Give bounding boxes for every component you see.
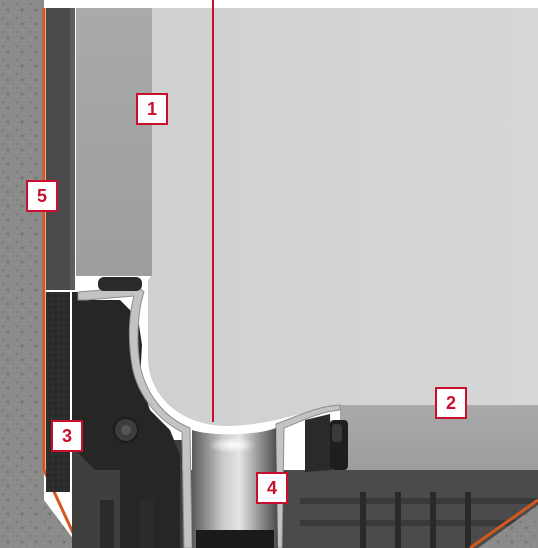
callout-5: 5	[26, 180, 58, 212]
bolt-c	[430, 492, 436, 548]
foam-seal	[46, 292, 70, 492]
callout-1: 1	[136, 93, 168, 125]
rail-b	[300, 520, 538, 526]
callout-4: 4	[256, 472, 288, 504]
right-gasket-bead	[332, 424, 342, 442]
screw-center	[121, 425, 131, 435]
drain-channel	[192, 428, 278, 548]
callout-3: 3	[51, 420, 83, 452]
rod-b	[140, 500, 154, 548]
panel-clip	[98, 277, 142, 291]
callout-2: 2	[435, 387, 467, 419]
concrete-floor-left	[44, 500, 80, 548]
rail-a	[300, 498, 538, 504]
steel-sheet-right	[273, 404, 341, 548]
drain-highlight	[208, 437, 256, 453]
right-gasket-profile	[305, 414, 332, 472]
bolt-a	[360, 492, 366, 548]
concrete-floor-right	[478, 505, 538, 548]
glass-panel	[148, 8, 538, 427]
drain-bottom	[196, 530, 274, 548]
rod-a	[100, 500, 114, 548]
wall-profile	[46, 8, 74, 290]
bolt-d	[465, 492, 471, 548]
upper-left-block	[76, 8, 152, 276]
bolt-b	[395, 492, 401, 548]
wall-profile-edge	[70, 8, 75, 290]
sealant-diagonal-right	[469, 498, 538, 548]
concrete-wall	[0, 0, 44, 548]
steel-sheet	[77, 284, 193, 548]
